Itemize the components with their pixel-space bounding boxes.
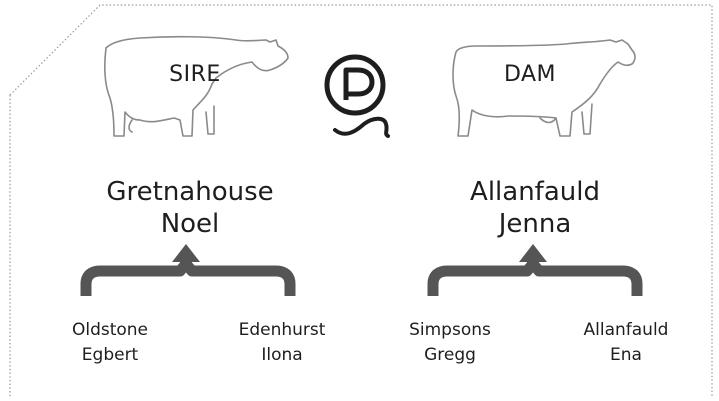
dam-name-line2: Jenna xyxy=(498,209,572,239)
dotted-frame-border xyxy=(9,4,713,398)
dam-cow-outline xyxy=(452,39,636,137)
sire-up-arrow xyxy=(172,244,200,262)
sire-name-line1: Gretnahouse xyxy=(106,177,274,207)
horse-logo-icon xyxy=(324,54,390,138)
dam-dam-line1: Allanfauld xyxy=(583,320,669,340)
dam-lineage-bracket xyxy=(427,258,643,296)
sire-lineage-bracket xyxy=(80,258,296,296)
dam-sire-line2: Gregg xyxy=(424,345,476,365)
dam-name-line1: Allanfauld xyxy=(470,177,600,207)
dam-up-arrow xyxy=(519,244,547,262)
sire-sire-line1: Oldstone xyxy=(71,320,149,340)
sire-sire-line2: Egbert xyxy=(81,345,139,365)
sire-label: SIRE xyxy=(169,62,221,87)
sire-name-line2: Noel xyxy=(160,209,220,239)
dam-label: DAM xyxy=(503,62,557,87)
dam-dam-line2: Ena xyxy=(610,345,642,365)
sire-dam-line1: Edenhurst xyxy=(238,320,326,340)
dam-sire-line1: Simpsons xyxy=(409,320,491,340)
sire-bull-outline xyxy=(104,35,289,137)
sire-dam-line2: Ilona xyxy=(261,345,303,365)
